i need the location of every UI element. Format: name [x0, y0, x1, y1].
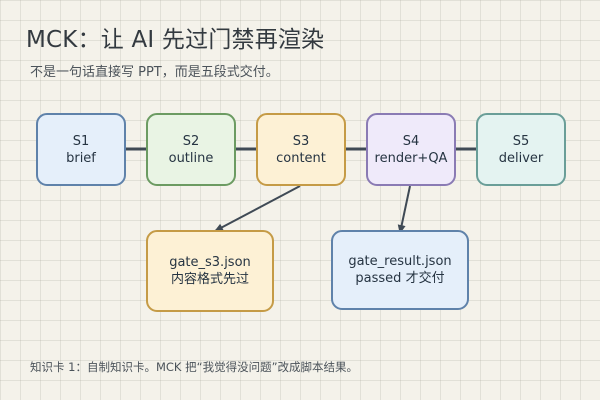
stage-code: S4 [402, 133, 420, 149]
gate-s3-box: gate_s3.json 内容格式先过 [146, 230, 274, 312]
gate-file-name: gate_result.json [348, 254, 452, 269]
stage-s3-content: S3 content [256, 113, 346, 186]
stage-label: content [276, 150, 326, 166]
arrow-s4-to-gate-result [397, 185, 411, 234]
stage-s4-render-qa: S4 render+QA [366, 113, 456, 186]
stage-code: S5 [512, 133, 530, 149]
arrow-s3-to-gate-s3 [214, 185, 301, 232]
stage-code: S3 [292, 133, 310, 149]
stage-code: S2 [182, 133, 200, 149]
gate-file-name: gate_s3.json [169, 255, 251, 270]
stage-label: outline [168, 150, 214, 166]
stage-s1-brief: S1 brief [36, 113, 126, 186]
page-subtitle: 不是一句话直接写 PPT，而是五段式交付。 [30, 65, 279, 80]
page-title: MCK：让 AI 先过门禁再渲染 [26, 27, 325, 53]
stage-s2-outline: S2 outline [146, 113, 236, 186]
stage-s5-deliver: S5 deliver [476, 113, 566, 186]
stage-label: render+QA [374, 150, 448, 166]
stage-label: brief [66, 150, 96, 166]
gate-result-box: gate_result.json passed 才交付 [331, 230, 469, 310]
stage-code: S1 [72, 133, 90, 149]
footnote: 知识卡 1：自制知识卡。MCK 把“我觉得没问题”改成脚本结果。 [30, 360, 359, 374]
gate-note: 内容格式先过 [170, 272, 249, 287]
stage-label: deliver [498, 150, 544, 166]
gate-note: passed 才交付 [355, 271, 445, 286]
